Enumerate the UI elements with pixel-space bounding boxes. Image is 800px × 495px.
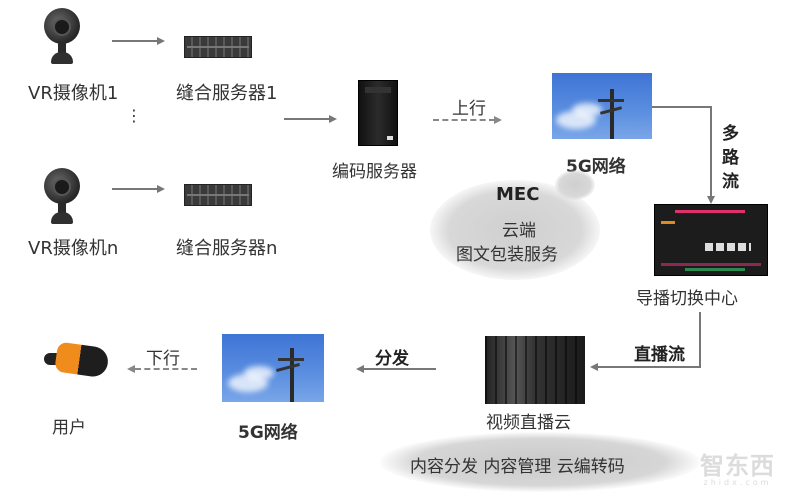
5g-network-down-text: 5G网络 [238,423,298,443]
connector-5g-to-director-h [652,106,712,108]
director-switcher-image [654,204,768,276]
arrow-head [157,37,165,45]
downlink-dashed-arrow [135,368,197,370]
arrow-head [707,196,715,204]
arrow-stitching-to-encoder [284,118,330,120]
encoding-server-icon [358,80,398,146]
multi-stream-label: 多 路 流 [722,122,739,194]
connector-5g-to-director-v [710,106,712,198]
vr-camera-1-label: VR摄像机1 [28,83,119,104]
uplink-label: 上行 [452,99,486,119]
mec-title: MEC [496,184,540,205]
arrow-head [590,363,598,371]
5g-network-down-image [222,334,324,402]
video-live-cloud-image [485,336,585,404]
cloud-services-label: 内容分发 内容管理 云编转码 [410,457,625,477]
arrow-head [356,365,364,373]
connector-director-to-cloud-v [699,312,701,368]
arrow-cloud-to-5g [364,368,436,370]
user-label: 用户 [52,418,86,438]
stitching-server-1-icon [184,36,252,58]
mec-line1: 云端 [502,221,536,241]
multi-stream-char-3: 流 [722,172,739,192]
arrow-head [127,365,135,373]
multi-stream-char-1: 多 [722,124,739,144]
director-label: 导播切换中心 [636,289,738,309]
vr-camera-n-label: VR摄像机n [28,238,119,259]
encoding-server-label: 编码服务器 [332,162,417,182]
connector-director-to-cloud-h [598,366,701,368]
mec-line2: 图文包装服务 [456,245,558,265]
uplink-dashed-arrow [433,119,495,121]
5g-network-up-image [552,73,652,139]
vr-camera-1-icon [44,8,80,66]
arrow-camera1-to-server1 [112,40,158,42]
ellipsis: ⋮ [126,106,142,125]
mec-cloud-tail [555,170,595,200]
5g-network-down-label: 5G网络 [238,418,298,443]
multi-stream-char-2: 路 [722,148,739,168]
live-stream-label: 直播流 [634,345,685,365]
cloud-services-shape [380,432,700,492]
stitching-server-n-label: 缝合服务器n [176,238,278,259]
arrow-head [494,116,502,124]
distribute-label: 分发 [375,349,409,369]
watermark-logo: 智东西 zhidx.com [700,446,775,487]
vr-headset-icon [44,341,110,379]
stitching-server-1-label: 缝合服务器1 [176,83,278,104]
vr-camera-n-icon [44,168,80,226]
video-live-cloud-label: 视频直播云 [486,413,571,433]
watermark-subtext: zhidx.com [703,478,772,487]
arrow-head [329,115,337,123]
stitching-server-n-icon [184,184,252,206]
watermark-text: 智东西 [700,452,775,480]
arrow-head [157,185,165,193]
arrow-cameran-to-servern [112,188,158,190]
downlink-label: 下行 [146,349,180,369]
